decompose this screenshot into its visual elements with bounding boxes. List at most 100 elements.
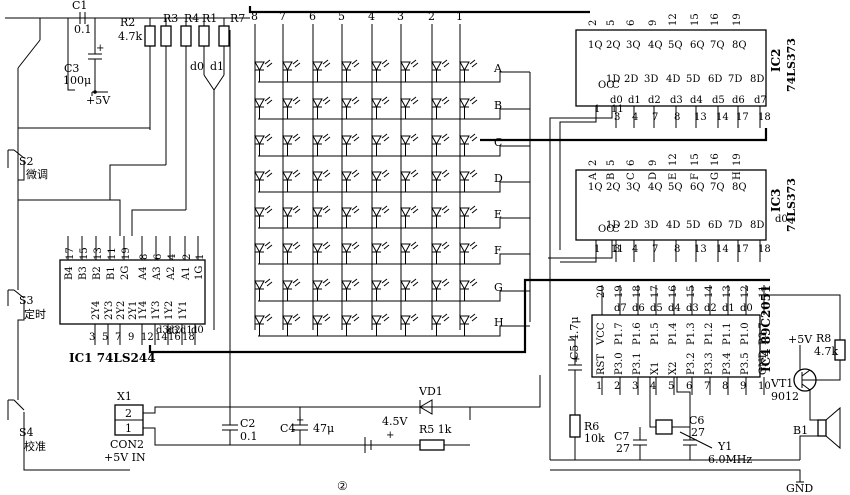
ic2-pin-number: 4 — [632, 112, 638, 123]
led — [282, 205, 301, 228]
led — [282, 96, 301, 119]
ic2-data-label: d0 — [610, 95, 623, 106]
r6-body — [569, 414, 581, 438]
ic3-q-name: 7Q — [710, 182, 725, 193]
led — [400, 169, 419, 192]
ic1-pin-name: 1Y4 — [138, 301, 149, 320]
ic3-row-letter: B — [606, 173, 617, 180]
b1-speaker — [817, 419, 827, 437]
ic1-pin-name: A3 — [152, 266, 163, 281]
ic1-pin-name: A1 — [181, 266, 192, 281]
ic2-q-name: 3Q — [626, 40, 641, 51]
matrix-row-label: F — [494, 244, 502, 257]
matrix-row-label: D — [494, 172, 503, 185]
led — [371, 241, 390, 264]
ic2-pin-number: 6 — [626, 20, 637, 26]
led — [400, 96, 419, 119]
r6-value: 10k — [584, 432, 605, 445]
ic3-pin-number: 5 — [606, 160, 617, 166]
ic2-data-label: d7 — [754, 95, 767, 106]
ic4-pin-name: P1.2 — [704, 322, 715, 345]
led — [312, 205, 331, 228]
x1-ref: X1 — [117, 390, 132, 403]
ic1-d3: d3 — [166, 326, 179, 337]
x1-label: CON2 — [110, 438, 144, 451]
ic1-pin-name: 2Y1 — [128, 301, 139, 320]
ic3-d-name: 6D — [708, 220, 722, 231]
r4-body — [180, 25, 192, 47]
ic4-pin-name: P3.7 — [758, 322, 769, 345]
c2-ref: C2 — [240, 417, 255, 430]
led — [459, 59, 478, 82]
ic1-pin-number: 5 — [102, 332, 108, 343]
led — [459, 205, 478, 228]
ic2-d-name: 5D — [686, 74, 700, 85]
led — [312, 59, 331, 82]
s3-label: 定时 — [24, 307, 46, 321]
ic2-pin-number: 16 — [710, 13, 721, 26]
ic1-pin-number: 4 — [167, 254, 178, 260]
ic2-d-name: 1D — [606, 74, 620, 85]
r7-body — [218, 25, 230, 47]
led — [371, 278, 390, 301]
ic4-pin-name: P3.1 — [632, 352, 643, 375]
led — [400, 313, 419, 336]
ic2-d-name: 8D — [750, 74, 764, 85]
ic2-data-label: d1 — [628, 95, 641, 106]
ic3-row-letter: E — [668, 173, 679, 180]
ic2-pin-number: 14 — [716, 112, 729, 123]
ic2-data-label: d3 — [670, 95, 683, 106]
ic4-pin-name: GND — [758, 350, 769, 375]
resistor-bank: R2 4.7k R3 R4 R1 R7 d0 d1 — [118, 12, 245, 415]
ic3-d-name: 7D — [728, 220, 742, 231]
ic4-pin-name: P1.5 — [650, 322, 661, 345]
vd1-label: VD1 — [418, 385, 443, 398]
ic4-pin-name: X1 — [650, 362, 661, 375]
ic2-pin-number: 17 — [736, 112, 749, 123]
c7-value: 27 — [616, 442, 630, 455]
ic2-q-name: 8Q — [732, 40, 747, 51]
ic3-d-name: 5D — [686, 220, 700, 231]
gnd-label: GND — [786, 482, 813, 495]
ic3-row-letter: G — [710, 172, 721, 180]
ic2-pin-number: 13 — [694, 112, 707, 123]
ic1-title: IC1 74LS244 — [69, 351, 156, 365]
c1-ref: C1 — [72, 0, 87, 12]
led — [400, 205, 419, 228]
r7-ref: R7 — [230, 12, 245, 25]
c6-ref: C6 — [689, 414, 704, 427]
led — [341, 241, 360, 264]
matrix-column-label: 7 — [279, 10, 286, 23]
ic3-pin-number: 2 — [588, 160, 599, 166]
y1-ref: Y1 — [717, 440, 732, 453]
svg-text:2: 2 — [125, 407, 132, 420]
led — [371, 59, 390, 82]
ic2-c-pin: 11 — [611, 104, 624, 115]
ic2-data-label: d6 — [732, 95, 745, 106]
svg-text:+: + — [386, 430, 394, 441]
ic2-q-name: 2Q — [606, 40, 621, 51]
led — [312, 278, 331, 301]
ic1-pin-number: 19 — [121, 247, 132, 260]
ic4-pin-number: 6 — [686, 381, 692, 392]
b1-ref: B1 — [793, 424, 808, 437]
ic4-pin-name: P3.3 — [704, 352, 715, 375]
ic3-body — [575, 169, 767, 241]
led — [371, 133, 390, 156]
ic2-c: C — [612, 80, 620, 91]
d0-label: d0 — [190, 60, 204, 73]
figure-number: ② — [337, 479, 348, 493]
ic2-data-label: d4 — [690, 95, 703, 106]
ic3-q-name: 8Q — [732, 182, 747, 193]
led — [431, 169, 450, 192]
ic2-d-name: 6D — [708, 74, 722, 85]
matrix-row-label: B — [494, 99, 502, 112]
led — [312, 313, 331, 336]
ic1-pin-name: B3 — [78, 266, 89, 280]
ic2-q-name: 5Q — [668, 40, 683, 51]
matrix-row-label: H — [494, 316, 504, 329]
ic4-pin-number: 5 — [668, 381, 674, 392]
led — [431, 313, 450, 336]
